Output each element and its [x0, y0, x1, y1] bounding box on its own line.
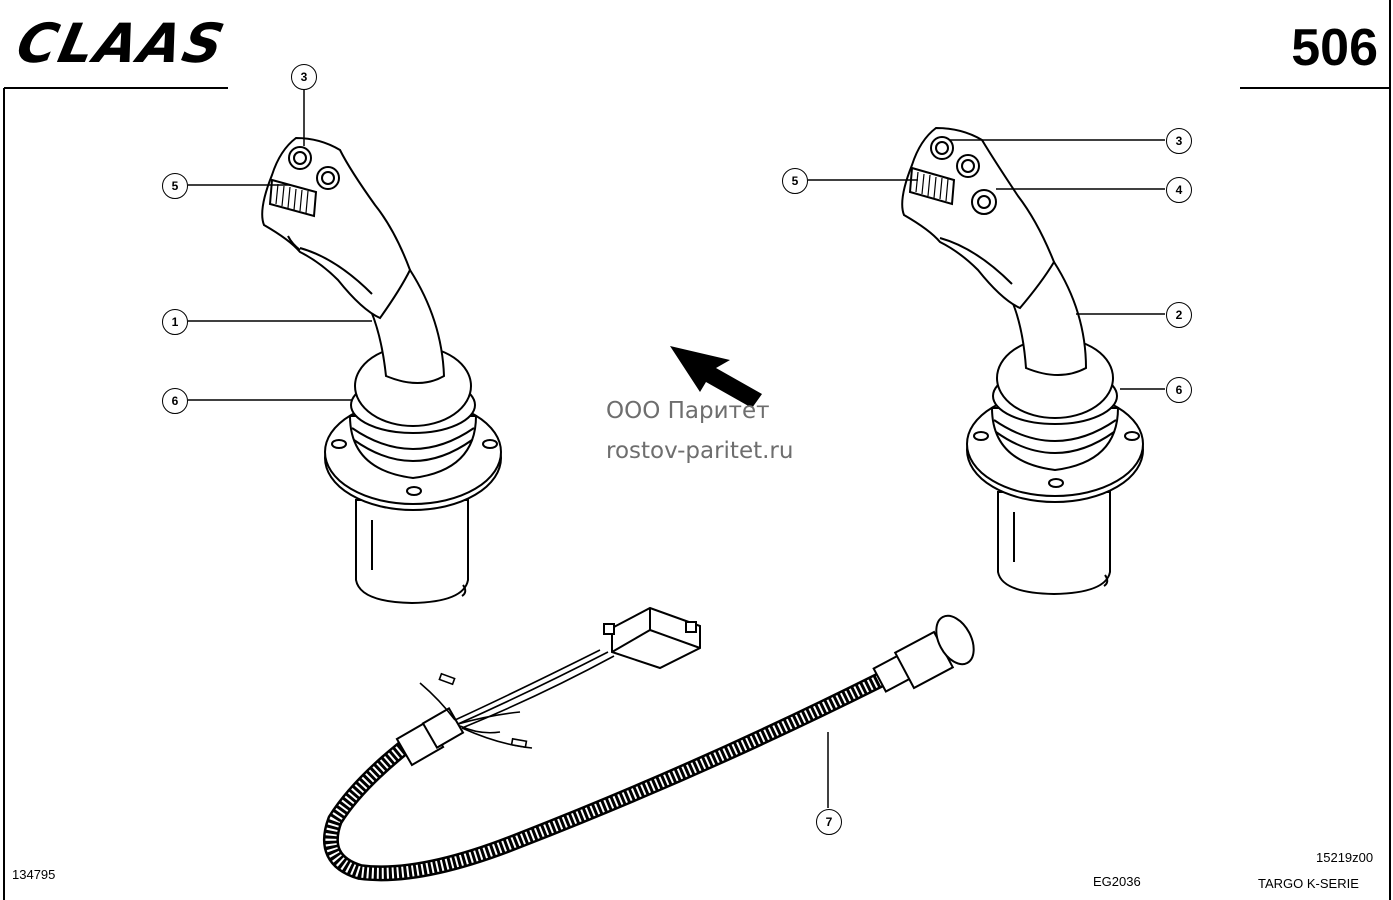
watermark-company: ООО Паритет — [606, 398, 770, 424]
sheet-frame — [3, 0, 1391, 900]
leader-lines — [188, 88, 1165, 808]
callout-label: 5 — [171, 179, 179, 193]
callout-label: 2 — [1175, 308, 1183, 322]
callout-label: 4 — [1175, 183, 1183, 197]
page-number: 506 — [1291, 19, 1378, 77]
callout-right-4: 4 — [1166, 177, 1192, 203]
callout-label: 7 — [825, 815, 833, 829]
document-number: 134795 — [12, 867, 56, 882]
drawing-code: 15219z00 — [1316, 850, 1374, 865]
callout-label: 5 — [791, 174, 799, 188]
arrow-up-left-icon — [670, 346, 762, 408]
callout-label: 3 — [1175, 134, 1183, 148]
watermark-url: rostov-paritet.ru — [606, 438, 794, 464]
brand-logo: CLAAS — [11, 12, 232, 75]
series-name: TARGO K-SERIE — [1258, 876, 1359, 891]
joystick-right — [901, 126, 1144, 596]
callout-label: 1 — [171, 315, 179, 329]
callout-left-3: 3 — [291, 64, 317, 90]
callout-harness-7: 7 — [816, 809, 842, 835]
callout-left-1: 1 — [162, 309, 188, 335]
callout-label: 3 — [300, 70, 308, 84]
callout-right-3: 3 — [1166, 128, 1192, 154]
cable-harness — [323, 606, 975, 882]
callout-right-6: 6 — [1166, 377, 1192, 403]
reference-code: EG2036 — [1093, 874, 1141, 889]
callout-label: 6 — [1175, 383, 1183, 397]
callout-label: 6 — [171, 394, 179, 408]
callout-right-5: 5 — [782, 168, 808, 194]
callout-right-2: 2 — [1166, 302, 1192, 328]
joystick-left — [261, 136, 502, 605]
callout-left-6: 6 — [162, 388, 188, 414]
callout-left-5: 5 — [162, 173, 188, 199]
